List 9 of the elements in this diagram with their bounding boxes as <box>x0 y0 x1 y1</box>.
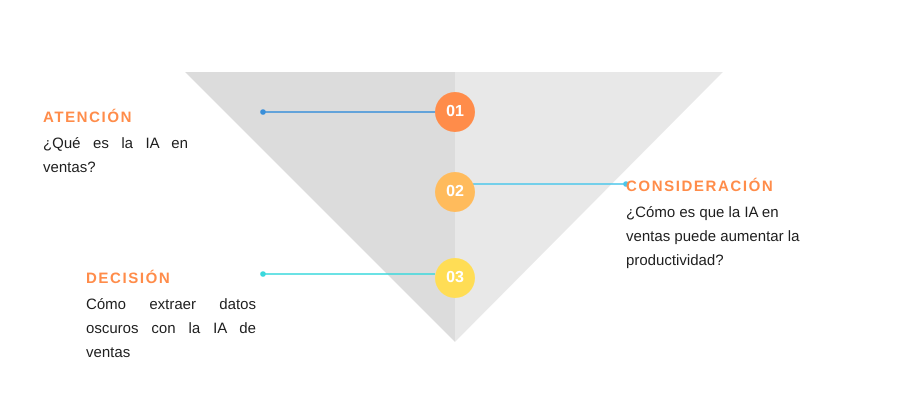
stage-heading: DECISIÓN <box>86 270 172 287</box>
leader-line <box>260 271 435 277</box>
stage-description: ¿Qué es la IA en ventas? <box>43 134 188 178</box>
stage-heading: ATENCIÓN <box>43 109 134 126</box>
leader-line <box>260 109 435 115</box>
leader-line <box>473 181 629 187</box>
stage-description: Cómo extraer datos oscuros con la IA de ventas <box>86 295 256 363</box>
stage-description: ¿Cómo es que la IA en ventas puede aumentar la productividad? <box>626 203 800 271</box>
stage-heading: CONSIDERACIÓN <box>626 178 774 195</box>
